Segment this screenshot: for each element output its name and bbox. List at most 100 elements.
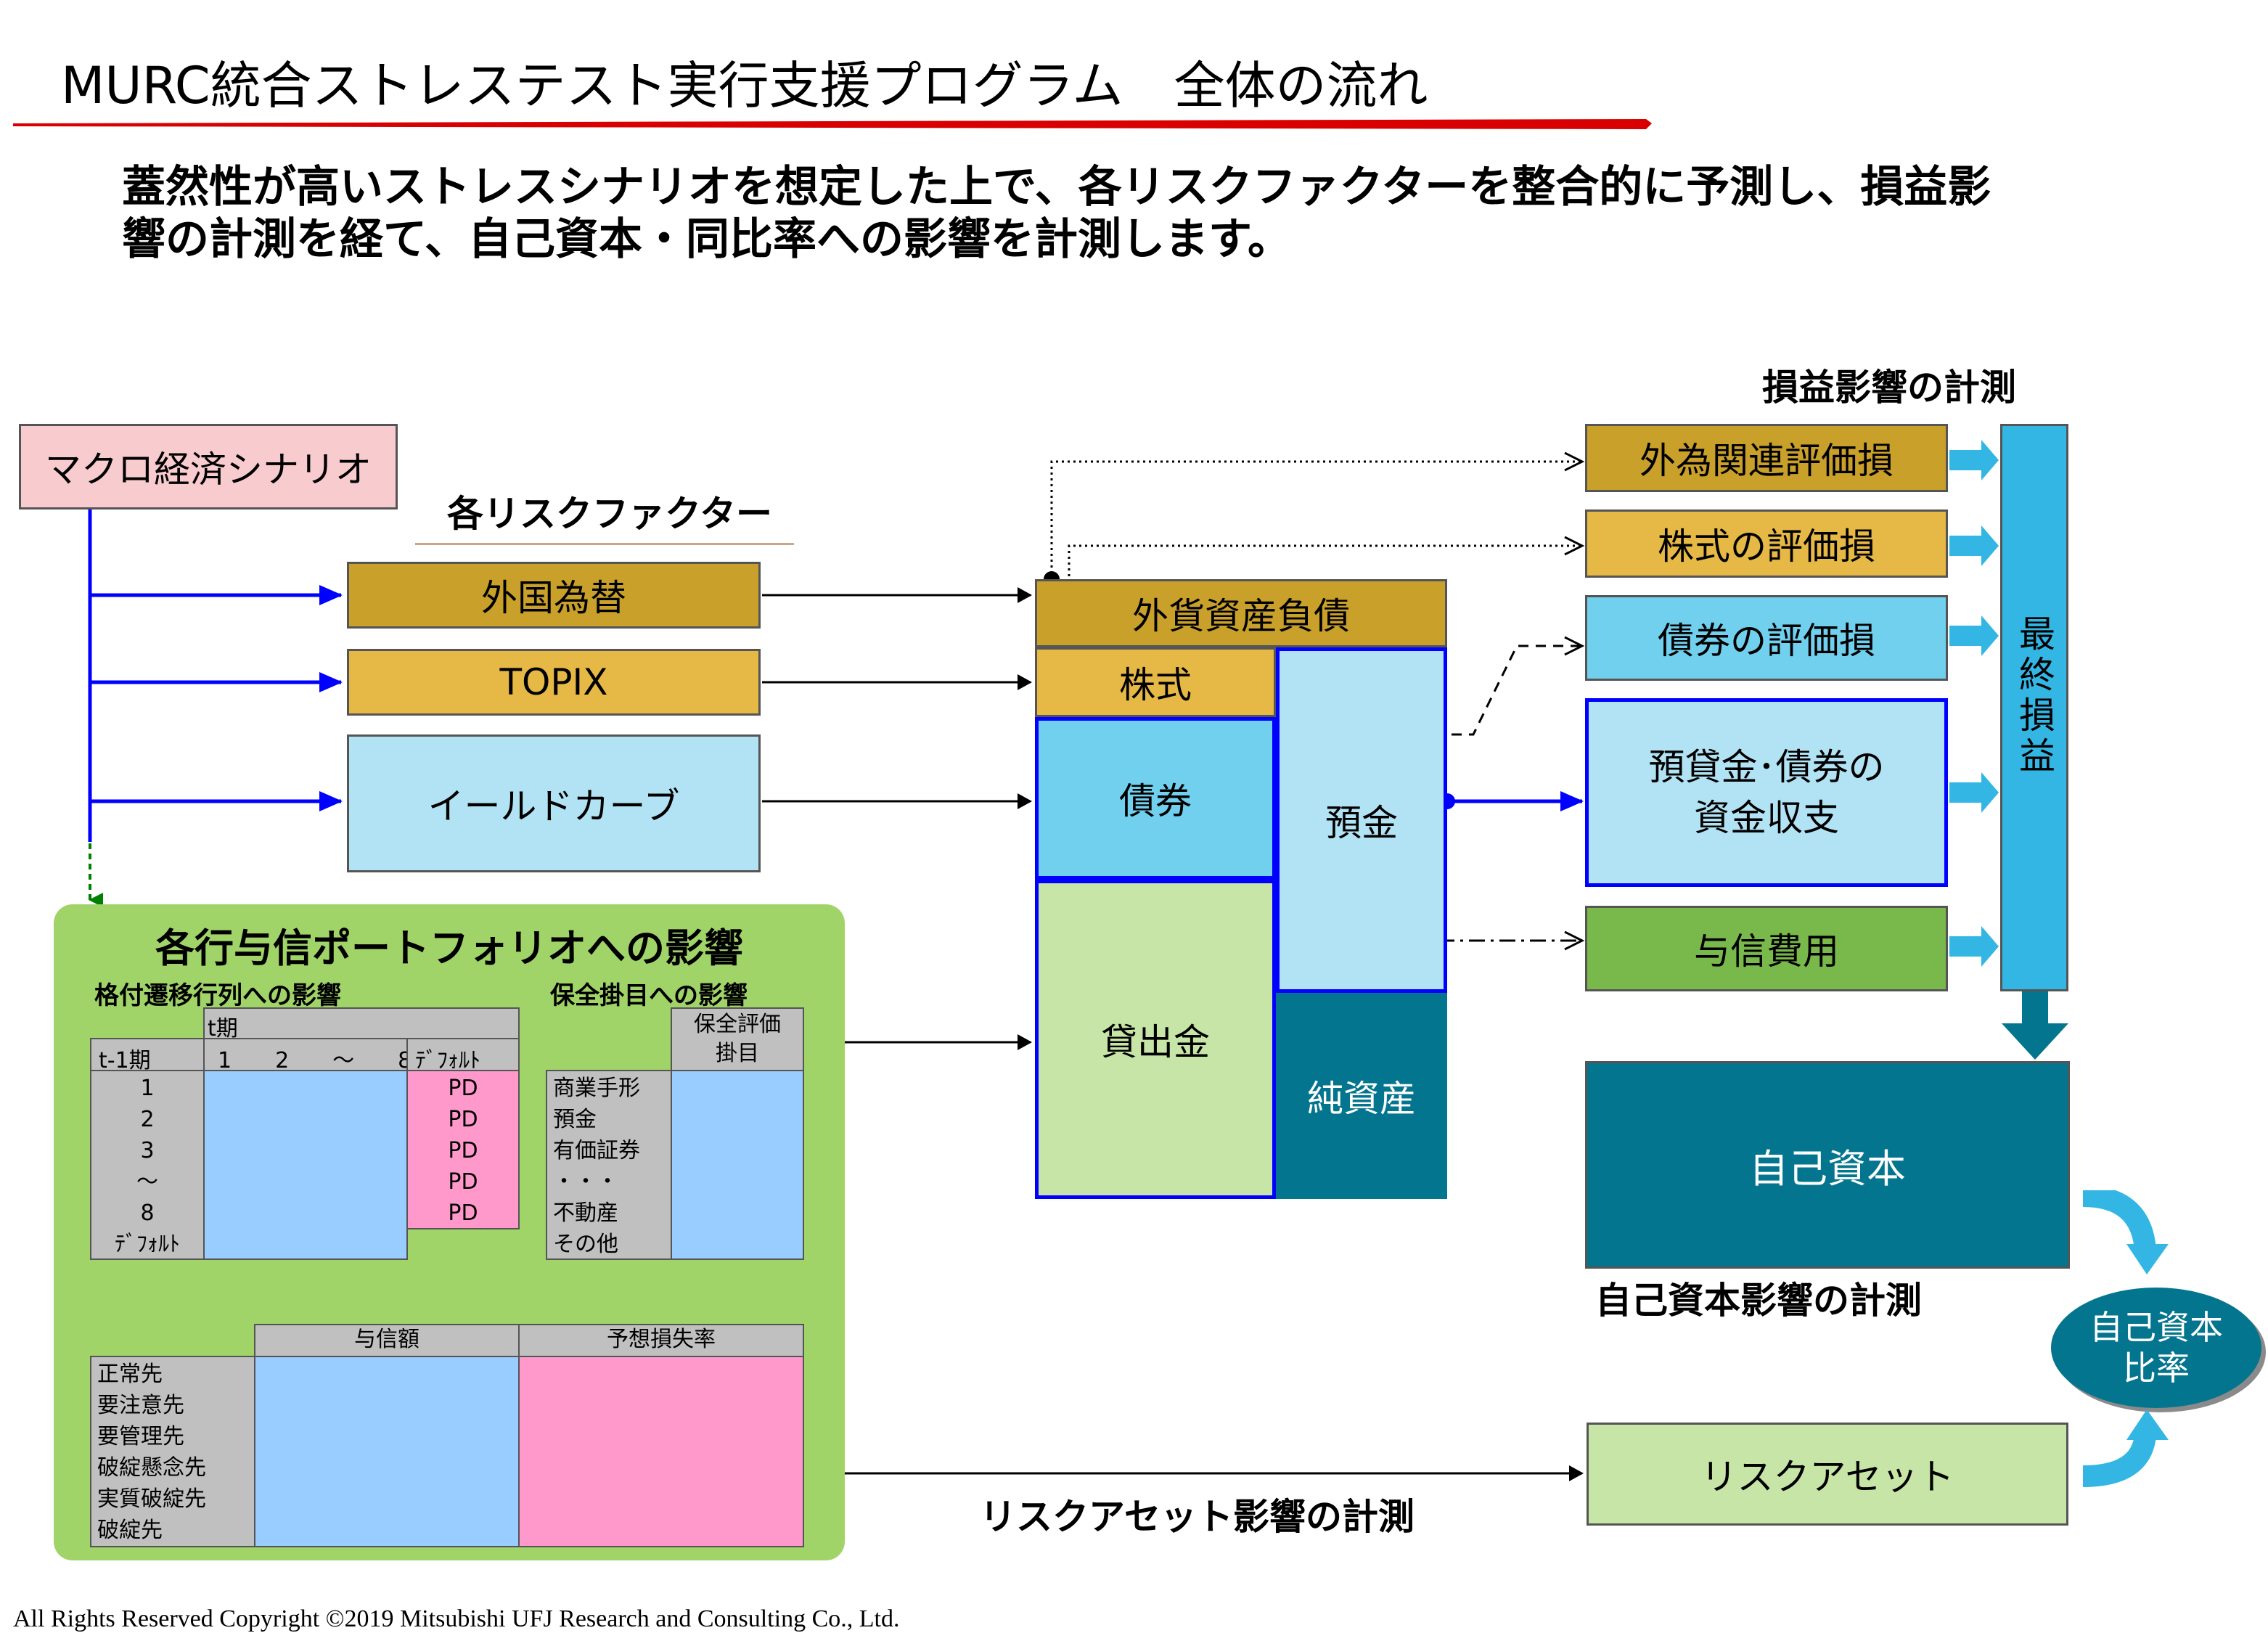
- bs-deposits-label: 預金: [1325, 802, 1398, 844]
- macro-scenario-label: マクロ経済シナリオ: [45, 449, 372, 491]
- capital-ratio-label: 自己資本 比率: [2089, 1308, 2223, 1388]
- transition-row-labels: 1 2 3 ～ 8 ﾃﾞﾌｫﾙﾄ: [90, 1070, 205, 1260]
- transition-row-label: 2: [140, 1107, 155, 1132]
- risk-factor-yield-curve-label: イールドカーブ: [427, 785, 680, 827]
- risk-factor-topix: TOPIX: [347, 649, 761, 716]
- bs-net-assets-label: 純資産: [1307, 1078, 1416, 1120]
- page-title-text: MURC統合ストレステスト実行支援プログラム 全体の流れ: [61, 56, 1428, 115]
- transition-pd-column: PD PD PD PD PD: [406, 1070, 520, 1229]
- bs-loans: 貸出金: [1035, 880, 1276, 1199]
- result-loss-label: 予想損失率: [607, 1327, 716, 1352]
- risk-factor-fx-label: 外国為替: [481, 577, 626, 619]
- pl-funding-balance: 預貸金･債券の 資金収支: [1585, 698, 1948, 887]
- pd-cell: PD: [448, 1107, 478, 1132]
- result-credit-header: 与信額: [254, 1324, 520, 1357]
- bs-fx-assets: 外貨資産負債: [1035, 579, 1447, 647]
- result-row-label: 要管理先: [97, 1424, 184, 1449]
- transition-column-header: 1 2 ～ 8: [203, 1038, 412, 1073]
- transition-row-label: 1: [140, 1076, 155, 1101]
- collateral-row-label: その他: [553, 1232, 618, 1257]
- prev-period-label: t-1期: [99, 1048, 151, 1073]
- pd-cell: PD: [448, 1169, 478, 1195]
- bs-bonds-label: 債券: [1119, 780, 1192, 822]
- pl-bond-valuation-loss-label: 債券の評価損: [1658, 620, 1875, 662]
- transition-matrix-body: [203, 1070, 408, 1260]
- collateral-row-label: 有価証券: [553, 1138, 640, 1163]
- result-row-labels: 正常先 要注意先 要管理先 破綻懸念先 実質破綻先 破綻先: [90, 1356, 255, 1547]
- collateral-heading: 保全掛目への影響: [550, 975, 748, 1011]
- risk-factor-fx: 外国為替: [347, 562, 761, 629]
- pl-funding-balance-label: 預貸金･債券の 資金収支: [1648, 746, 1885, 839]
- result-row-label: 正常先: [97, 1362, 163, 1387]
- pl-bond-valuation-loss: 債券の評価損: [1585, 595, 1948, 681]
- bs-equities-label: 株式: [1119, 664, 1192, 706]
- collateral-body: [671, 1070, 804, 1260]
- transition-default-header: ﾃﾞﾌｫﾙﾄ: [406, 1038, 520, 1073]
- transition-heading: 格付遷移行列への影響: [94, 975, 341, 1011]
- risk-assets-heading-text: リスクアセット影響の計測: [980, 1496, 1415, 1538]
- equity-capital-label: 自己資本: [1749, 1145, 1906, 1192]
- equity-capital-box: 自己資本: [1585, 1061, 2070, 1269]
- equity-capital-heading: 自己資本影響の計測: [1595, 1272, 1922, 1324]
- risk-assets-box: リスクアセット: [1587, 1423, 2068, 1526]
- pd-cell: PD: [448, 1076, 478, 1101]
- result-row-label: 要注意先: [97, 1393, 184, 1418]
- pl-heading-text: 損益影響の計測: [1762, 367, 2016, 409]
- pl-fx-valuation-loss: 外為関連評価損: [1585, 424, 1948, 492]
- collateral-row-labels: 商業手形 預金 有価証券 ・・・ 不動産 その他: [546, 1070, 672, 1260]
- pl-final-profit-label: 最終損益: [2013, 615, 2055, 777]
- portfolio-title: 各行与信ポートフォリオへの影響: [54, 916, 845, 973]
- collateral-column-header: 保全評価 掛目: [671, 1007, 804, 1071]
- copyright-text: All Rights Reserved Copyright ©2019 Mits…: [13, 1605, 900, 1632]
- collateral-row-label: ・・・: [553, 1169, 618, 1195]
- collateral-row-label: 預金: [553, 1107, 597, 1132]
- equity-capital-heading-text: 自己資本影響の計測: [1595, 1280, 1922, 1322]
- copyright-footer: All Rights Reserved Copyright ©2019 Mits…: [13, 1605, 899, 1633]
- result-loss-body: [518, 1356, 804, 1547]
- subtitle-line-1: 蓋然性が高いストレスシナリオを想定した上で、各リスクファクターを整合的に予測し、…: [122, 162, 1991, 213]
- result-row-label: 破綻懸念先: [97, 1455, 206, 1481]
- risk-assets-label: リスクアセット: [1700, 1456, 1954, 1498]
- collateral-row-label: 不動産: [553, 1200, 618, 1226]
- result-row-label: 破綻先: [97, 1518, 163, 1543]
- risk-factor-heading-text: 各リスクファクター: [447, 493, 772, 535]
- pl-fx-valuation-loss-label: 外為関連評価損: [1639, 440, 1894, 482]
- transition-row-label: ﾃﾞﾌｫﾙﾄ: [115, 1232, 180, 1257]
- transition-row-label: 8: [140, 1200, 155, 1226]
- page-title: MURC統合ストレステスト実行支援プログラム 全体の流れ: [61, 57, 1428, 115]
- transition-corner: t-1期: [90, 1038, 205, 1073]
- risk-assets-heading: リスクアセット影響の計測: [980, 1488, 1415, 1540]
- risk-factor-yield-curve: イールドカーブ: [347, 734, 761, 872]
- portfolio-title-text: 各行与信ポートフォリオへの影響: [155, 925, 743, 971]
- risk-factor-heading-rule: [415, 543, 794, 545]
- default-column-label: ﾃﾞﾌｫﾙﾄ: [415, 1048, 480, 1073]
- subtitle: 蓋然性が高いストレスシナリオを想定した上で、各リスクファクターを整合的に予測し、…: [122, 161, 1991, 266]
- risk-factor-heading: 各リスクファクター: [447, 485, 772, 537]
- subtitle-line-2: 響の計測を経て、自己資本・同比率への影響を計測します。: [122, 214, 1291, 265]
- bs-net-assets: 純資産: [1276, 993, 1447, 1199]
- pl-credit-cost: 与信費用: [1585, 906, 1948, 991]
- transition-columns-label: 1 2 ～ 8: [218, 1048, 412, 1073]
- macro-scenario-box: マクロ経済シナリオ: [19, 424, 398, 509]
- collateral-column-label: 保全評価 掛目: [694, 1012, 781, 1066]
- transition-row-label: 3: [140, 1138, 155, 1163]
- pl-credit-cost-label: 与信費用: [1694, 930, 1839, 973]
- collateral-row-label: 商業手形: [553, 1076, 640, 1101]
- bs-loans-label: 貸出金: [1101, 1021, 1210, 1063]
- riskasset-to-ratio-arrow: [2083, 1409, 2169, 1487]
- title-underline: [13, 119, 1652, 129]
- risk-factor-topix-label: TOPIX: [499, 661, 608, 703]
- pl-equity-valuation-loss: 株式の評価損: [1585, 509, 1948, 578]
- pl-heading: 損益影響の計測: [1762, 359, 2016, 411]
- bs-deposits: 預金: [1276, 647, 1447, 993]
- capital-to-ratio-arrow: [2083, 1190, 2169, 1274]
- transition-period-header: t期: [203, 1007, 520, 1041]
- transition-heading-text: 格付遷移行列への影響: [94, 981, 341, 1010]
- bs-bonds: 債券: [1035, 717, 1276, 880]
- bs-fx-assets-label: 外貨資産負債: [1132, 595, 1350, 637]
- result-credit-body: [254, 1356, 520, 1547]
- result-row-label: 実質破綻先: [97, 1486, 206, 1512]
- pl-equity-valuation-loss-label: 株式の評価損: [1658, 525, 1875, 568]
- pd-cell: PD: [448, 1200, 478, 1226]
